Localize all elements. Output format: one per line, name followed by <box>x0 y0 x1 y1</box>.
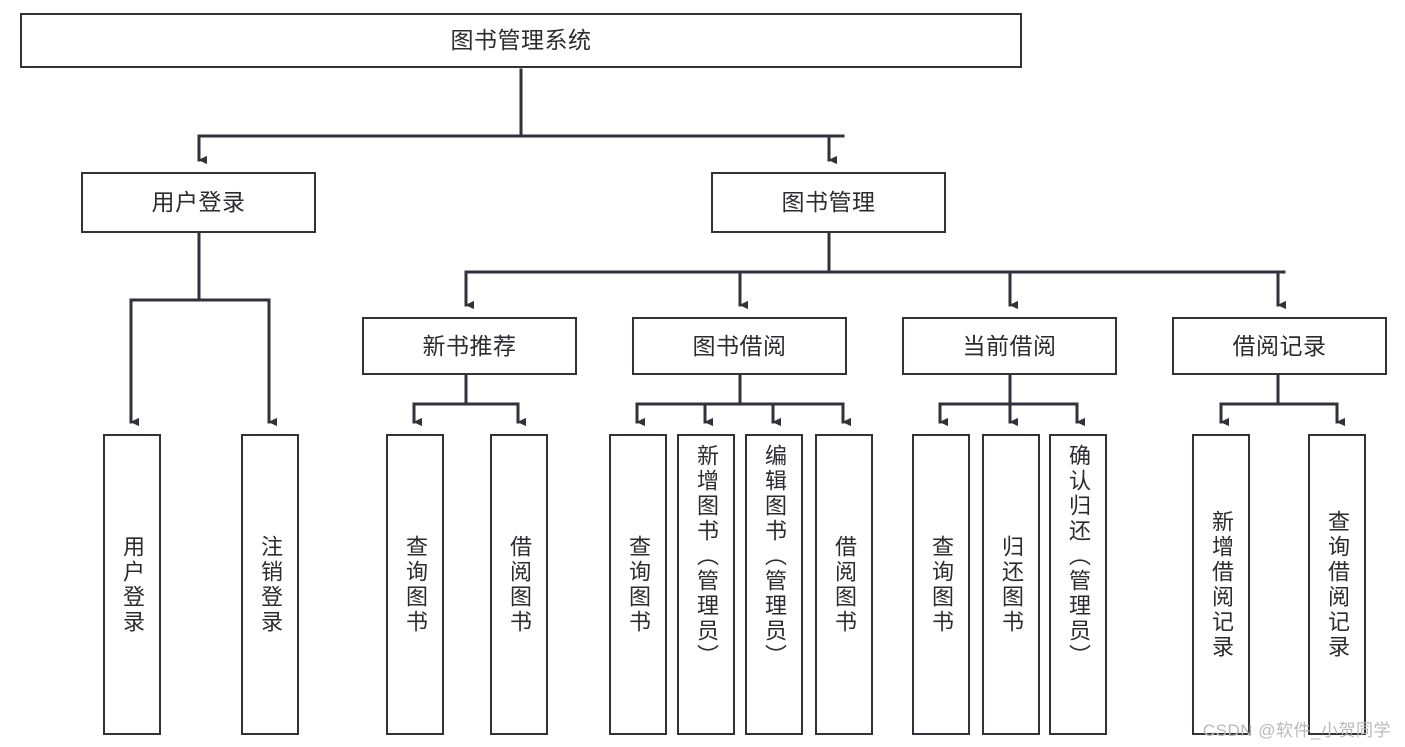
leaf-query-book-1-label: 查询图书 <box>403 534 428 635</box>
node-book-borrow[interactable]: 图书借阅 <box>632 317 847 375</box>
node-new-book-recommend[interactable]: 新书推荐 <box>362 317 577 375</box>
leaf-user-logout[interactable]: 注销登录 <box>241 434 299 735</box>
node-current-borrow[interactable]: 当前借阅 <box>902 317 1117 375</box>
node-borrow-record-label: 借阅记录 <box>1232 332 1327 359</box>
leaf-borrow-book-2-label: 借阅图书 <box>832 534 857 635</box>
leaf-query-book-2[interactable]: 查询图书 <box>609 434 667 735</box>
leaf-borrow-book-1-label: 借阅图书 <box>507 534 532 635</box>
node-new-book-recommend-label: 新书推荐 <box>422 332 517 359</box>
leaf-add-record-label: 新增借阅记录 <box>1209 509 1234 660</box>
leaf-borrow-book-2[interactable]: 借阅图书 <box>815 434 873 735</box>
leaf-user-login[interactable]: 用户登录 <box>103 434 161 735</box>
node-user-login[interactable]: 用户登录 <box>81 172 316 233</box>
leaf-add-book-label: 新增图书（管理员） <box>694 444 719 669</box>
node-root-label: 图书管理系统 <box>450 27 592 54</box>
node-current-borrow-label: 当前借阅 <box>962 332 1057 359</box>
leaf-query-record-label: 查询借阅记录 <box>1325 509 1350 660</box>
leaf-add-record[interactable]: 新增借阅记录 <box>1192 434 1250 735</box>
leaf-edit-book-label: 编辑图书（管理员） <box>762 444 787 669</box>
leaf-return-book[interactable]: 归还图书 <box>982 434 1040 735</box>
leaf-return-book-label: 归还图书 <box>999 534 1024 635</box>
node-root[interactable]: 图书管理系统 <box>20 13 1022 68</box>
leaf-query-book-2-label: 查询图书 <box>626 534 651 635</box>
node-book-management[interactable]: 图书管理 <box>711 172 946 233</box>
leaf-borrow-book-1[interactable]: 借阅图书 <box>490 434 548 735</box>
leaf-add-book[interactable]: 新增图书（管理员） <box>677 434 735 735</box>
node-book-borrow-label: 图书借阅 <box>692 332 787 359</box>
node-user-login-label: 用户登录 <box>151 189 246 216</box>
leaf-query-book-1[interactable]: 查询图书 <box>386 434 444 735</box>
leaf-confirm-return-label: 确认归还（管理员） <box>1066 444 1091 669</box>
node-borrow-record[interactable]: 借阅记录 <box>1172 317 1387 375</box>
leaf-query-book-3-label: 查询图书 <box>929 534 954 635</box>
node-book-management-label: 图书管理 <box>781 189 876 216</box>
leaf-query-book-3[interactable]: 查询图书 <box>912 434 970 735</box>
leaf-user-login-label: 用户登录 <box>120 534 145 635</box>
leaf-edit-book[interactable]: 编辑图书（管理员） <box>745 434 803 735</box>
leaf-user-logout-label: 注销登录 <box>258 534 283 635</box>
leaf-confirm-return[interactable]: 确认归还（管理员） <box>1049 434 1107 735</box>
leaf-query-record[interactable]: 查询借阅记录 <box>1308 434 1366 735</box>
